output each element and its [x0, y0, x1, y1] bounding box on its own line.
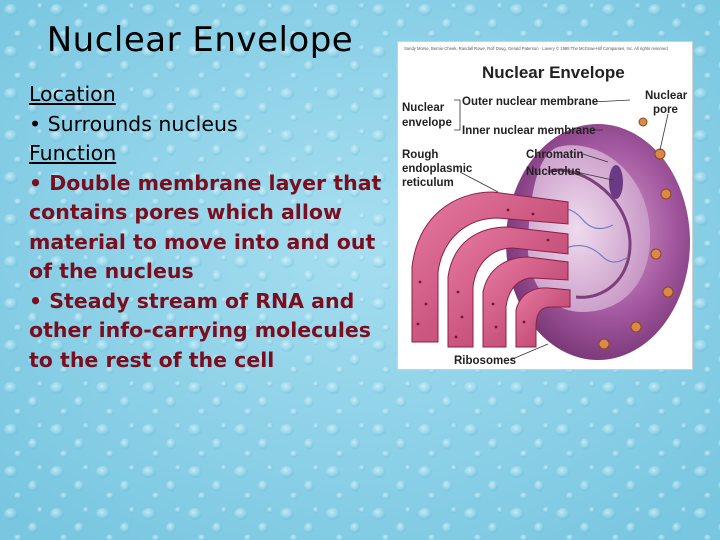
slide-body: Location • Surrounds nucleus Function • … [29, 80, 389, 375]
label-nuclear-envelope-2: envelope [402, 117, 452, 129]
figure-credit: Sandy Morse, Bernie Cheek, Randall Rowe,… [404, 46, 668, 51]
rough-er-shape [411, 191, 571, 348]
label-rough-er-2: endoplasmic [402, 163, 473, 175]
label-nuclear-pore-2: pore [653, 104, 678, 116]
nuclear-pores [598, 117, 674, 350]
function-bullet-1: • Double membrane layer that contains po… [29, 170, 382, 284]
label-nucleolus: Nucleolus [526, 166, 581, 178]
nuclear-envelope-diagram: Sandy Morse, Bernie Cheek, Randall Rowe,… [397, 41, 693, 370]
leader-lines [454, 99, 669, 361]
figure-title: Nuclear Envelope [482, 63, 625, 82]
label-rough-er-3: reticulum [402, 177, 454, 189]
location-bullet: • Surrounds nucleus [29, 111, 238, 136]
label-ribosomes: Ribosomes [454, 355, 516, 367]
label-nuclear-envelope-1: Nuclear [402, 102, 445, 114]
function-bullet-2: • Steady stream of RNA and other info-ca… [29, 288, 372, 372]
location-heading: Location [29, 82, 116, 106]
label-rough-er-1: Rough [402, 149, 438, 161]
function-heading: Function [29, 141, 117, 165]
label-outer-membrane: Outer nuclear membrane [462, 96, 598, 108]
label-inner-membrane: Inner nuclear membrane [462, 125, 596, 137]
label-chromatin: Chromatin [526, 149, 584, 161]
nucleolus-shape [609, 165, 623, 199]
slide-title: Nuclear Envelope [46, 20, 354, 60]
label-nuclear-pore-1: Nuclear [645, 90, 688, 102]
